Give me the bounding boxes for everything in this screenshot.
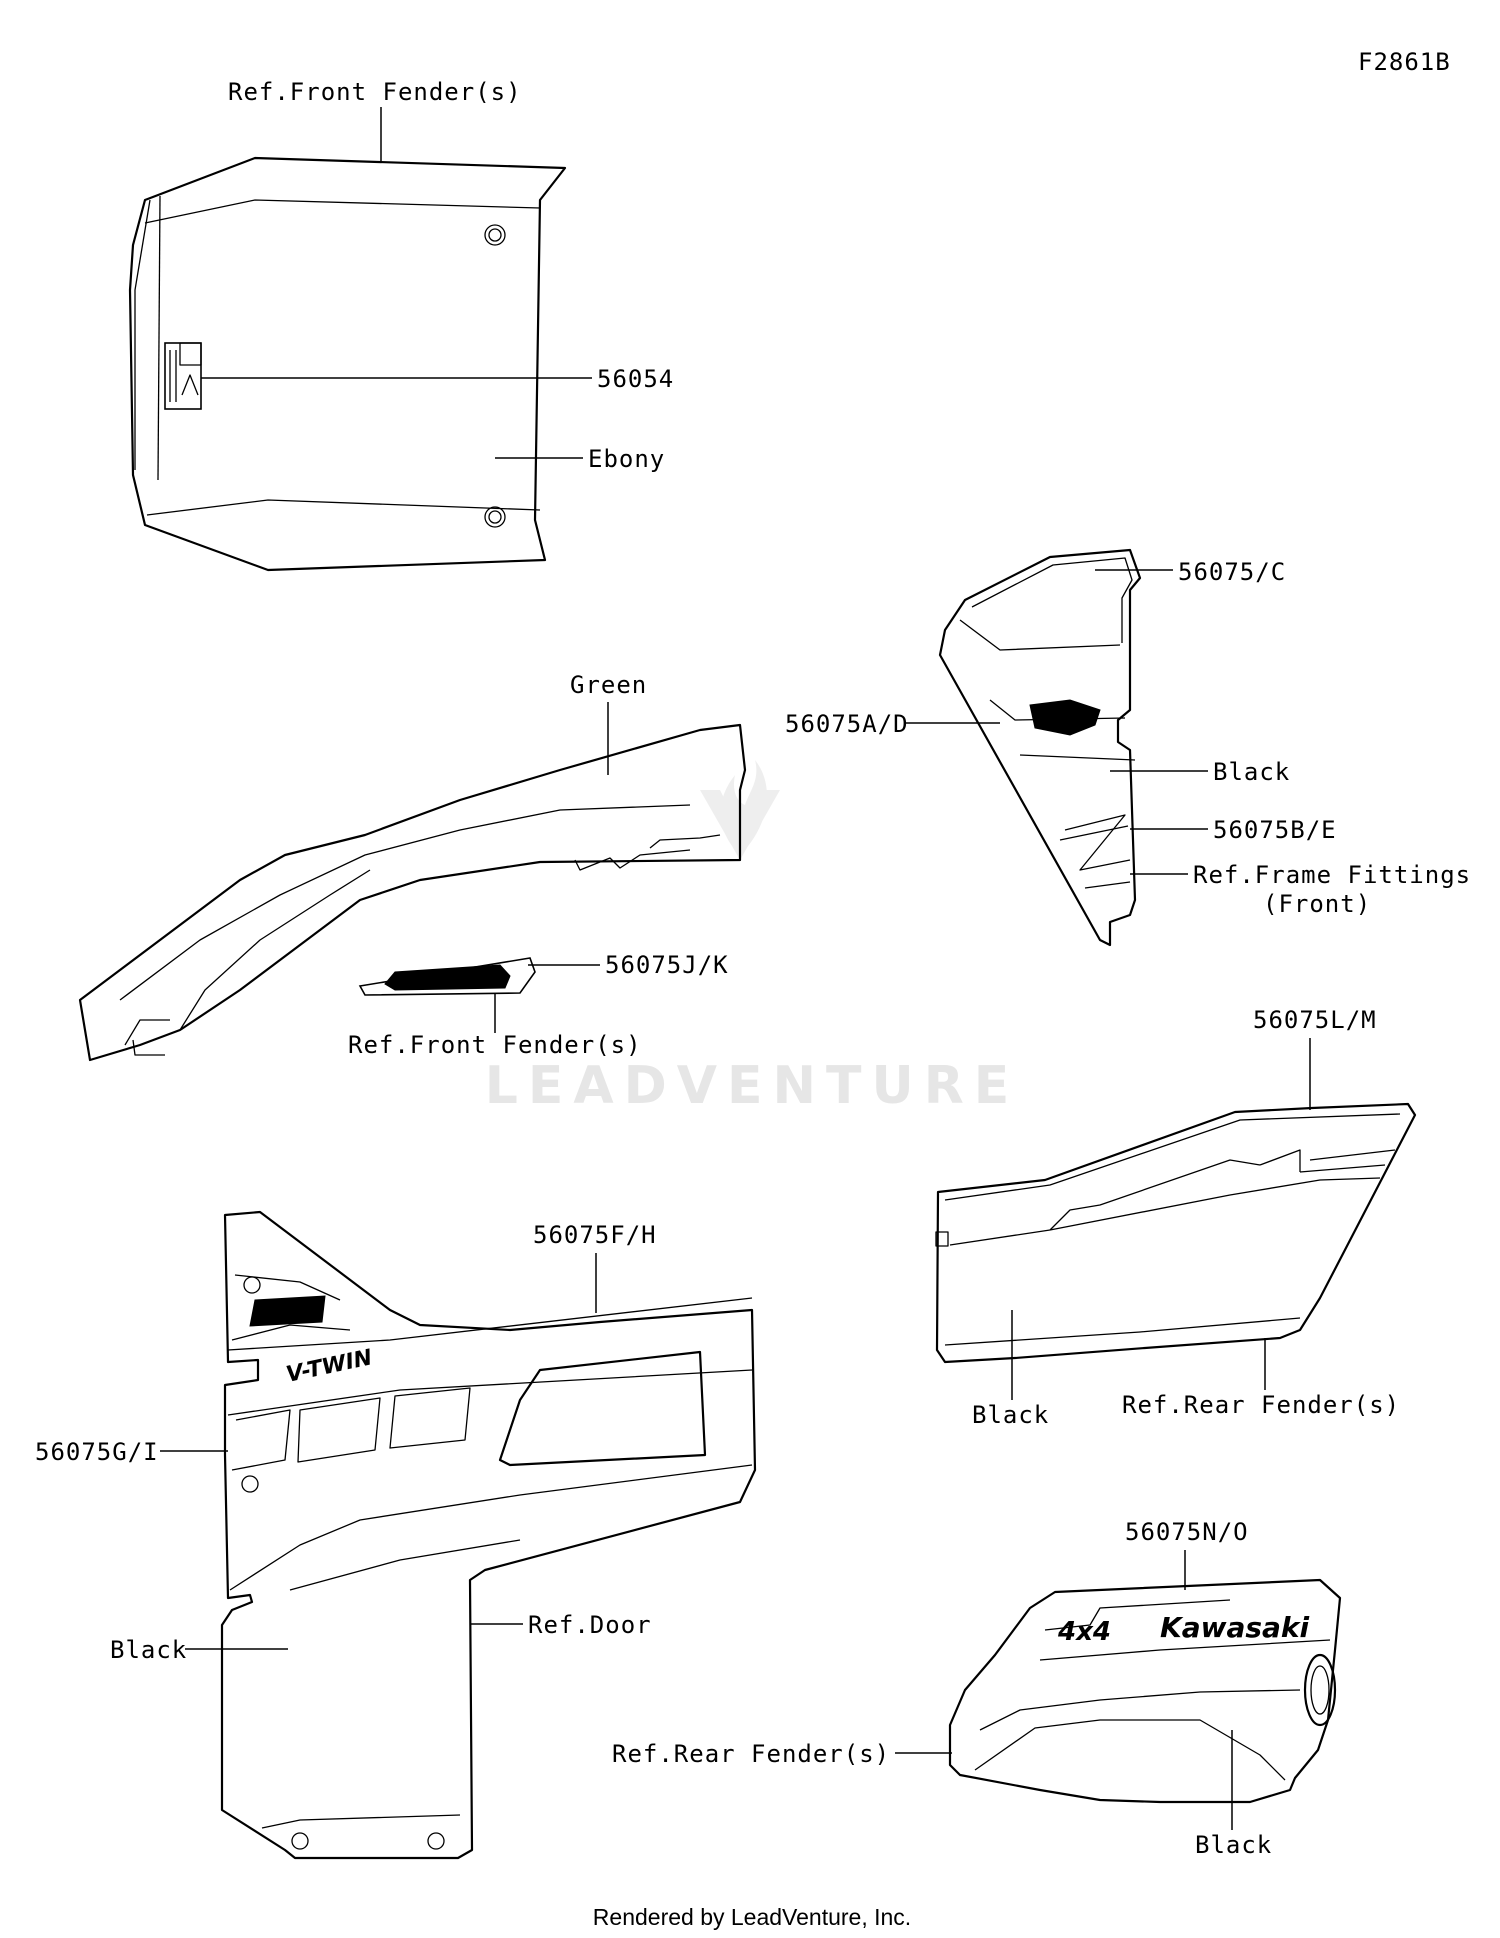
label-ref-frame-fittings-1: Ref.Frame Fittings: [1193, 861, 1471, 889]
label-ref-front-fender-mid: Ref.Front Fender(s): [348, 1031, 642, 1059]
label-56075no: 56075N/O: [1125, 1518, 1249, 1546]
credit-text: Rendered by LeadVenture, Inc.: [593, 1904, 911, 1930]
label-56054: 56054: [597, 365, 674, 393]
teryx-big-decal-icon: [231, 1409, 291, 1471]
kawasaki-logo-icon: Kawasaki: [1160, 1611, 1310, 1644]
label-ref-frame-fittings-2: (Front): [1263, 890, 1371, 918]
label-56075c: 56075/C: [1178, 558, 1286, 586]
label-56075ad: 56075A/D: [785, 710, 909, 738]
front-fender-side: [78, 723, 747, 1062]
label-56075lm: 56075L/M: [1253, 1006, 1377, 1034]
label-56075gi: 56075G/I: [35, 1438, 159, 1466]
label-ref-front-fender-top: Ref.Front Fender(s): [228, 78, 522, 106]
vtwin-logo-icon: V-TWIN: [284, 1345, 374, 1388]
diagram-code: F2861B: [1358, 48, 1451, 76]
label-ref-rear-fender-2: Ref.Rear Fender(s): [612, 1740, 890, 1768]
watermark-logo: [700, 760, 780, 860]
label-ebony: Ebony: [588, 445, 665, 473]
label-black-bottom: Black: [1195, 1831, 1272, 1859]
rear-fender-right: [935, 1102, 1417, 1364]
fox-logo-icon: [1029, 699, 1101, 736]
label-56075fh: 56075F/H: [533, 1221, 657, 1249]
label-56075be: 56075B/E: [1213, 816, 1337, 844]
label-black-rear: Black: [972, 1401, 1049, 1429]
label-green: Green: [570, 671, 647, 699]
eps-logo-icon: [249, 1295, 326, 1327]
kawasaki-decal-icon: [164, 342, 202, 410]
svg-text:EPS: EPS: [262, 1301, 305, 1325]
svg-text:FOX: FOX: [1040, 706, 1087, 730]
rear-fender-bottom: 4x4 Kawasaki: [948, 1578, 1342, 1804]
label-black-door: Black: [110, 1636, 187, 1664]
label-56075jk: 56075J/K: [605, 951, 729, 979]
4x4-logo-icon: 4x4: [1057, 1617, 1111, 1647]
label-ref-rear-fender-1: Ref.Rear Fender(s): [1122, 1391, 1400, 1419]
frame-fitting-panel: FOX: [938, 548, 1142, 947]
watermark-text: LEADVENTURE: [485, 1056, 1020, 1116]
front-fender-hood: [128, 156, 567, 572]
label-ref-door: Ref.Door: [528, 1611, 652, 1639]
label-black-frame: Black: [1213, 758, 1290, 786]
